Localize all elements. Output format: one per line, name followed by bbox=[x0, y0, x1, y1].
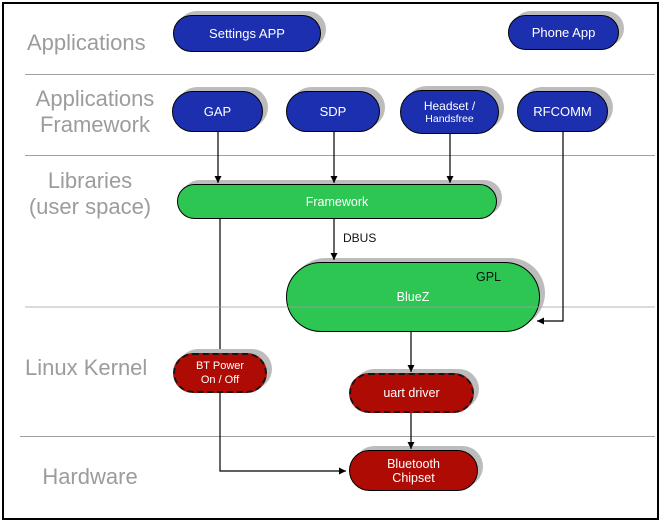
node-label: Bluetooth bbox=[387, 456, 440, 471]
layer-label-linux-kernel: Linux Kernel bbox=[25, 355, 175, 381]
node-label: SDP bbox=[319, 104, 347, 119]
divider-framework bbox=[25, 155, 655, 156]
node-label: Chipset bbox=[392, 470, 435, 485]
node-label: Settings APP bbox=[209, 26, 285, 41]
node-label: Handsfree bbox=[425, 113, 474, 125]
node-framework: Framework bbox=[177, 184, 497, 219]
node-bluetooth-chipset: Bluetooth Chipset bbox=[349, 450, 478, 491]
node-bt-power-on-off: BT Power On / Off bbox=[173, 353, 267, 393]
node-settings-app: Settings APP bbox=[173, 15, 321, 52]
node-rfcomm: RFCOMM bbox=[517, 91, 608, 132]
layer-label-text: Framework bbox=[39, 112, 150, 137]
node-label: Phone App bbox=[531, 25, 596, 40]
node-label: On / Off bbox=[200, 374, 240, 386]
node-label: GAP bbox=[203, 104, 232, 119]
node-sdp: SDP bbox=[286, 91, 380, 132]
layer-label-text: Libraries bbox=[47, 168, 133, 193]
layer-label-libraries: Libraries (user space) bbox=[15, 168, 165, 220]
node-gap: GAP bbox=[172, 91, 263, 132]
layer-label-text: (user space) bbox=[28, 194, 152, 219]
divider-applications bbox=[25, 74, 655, 75]
dbus-connector-label: DBUS bbox=[343, 231, 377, 245]
node-headset-handsfree: Headset / Handsfree bbox=[400, 90, 499, 134]
layer-label-hardware: Hardware bbox=[15, 464, 165, 490]
node-phone-app: Phone App bbox=[508, 15, 619, 50]
node-label: uart driver bbox=[383, 386, 440, 400]
node-label: RFCOMM bbox=[533, 104, 592, 119]
layer-label-text: Applications bbox=[27, 30, 146, 55]
layer-label-text: Applications bbox=[35, 86, 155, 111]
divider-kernel-hardware bbox=[20, 436, 655, 437]
node-uart-driver: uart driver bbox=[349, 373, 474, 413]
node-label: BT Power bbox=[195, 360, 245, 372]
node-label: BlueZ bbox=[396, 290, 430, 304]
layer-label-applications: Applications bbox=[27, 30, 167, 56]
layer-label-text: Linux Kernel bbox=[25, 355, 148, 380]
node-bluez: BlueZ GPL bbox=[286, 262, 540, 332]
layer-label-text: Hardware bbox=[42, 464, 138, 489]
layer-label-applications-framework: Applications Framework bbox=[20, 86, 170, 138]
node-label: Framework bbox=[305, 194, 369, 209]
gpl-license-tag: GPL bbox=[475, 270, 501, 284]
node-label: Headset / bbox=[423, 99, 476, 113]
